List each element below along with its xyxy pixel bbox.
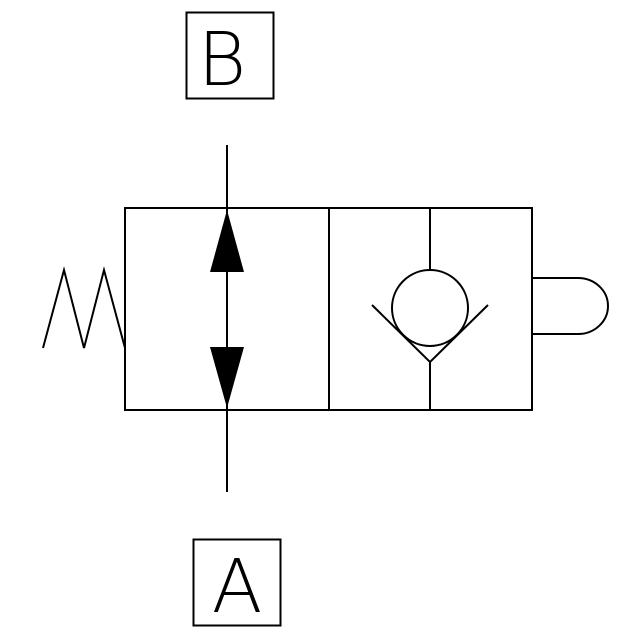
- port-a-box: [192, 538, 282, 627]
- bidirectional-flow-arrows-icon: [210, 145, 244, 492]
- port-b: B: [185, 11, 275, 103]
- port-b-box: [185, 11, 275, 100]
- valve-body: [124, 207, 533, 411]
- arrow-down-icon: [210, 347, 244, 408]
- port-a-label: A: [212, 544, 263, 630]
- port-a: A: [192, 538, 282, 630]
- plunger-icon: [532, 277, 609, 335]
- check-valve-seat: [371, 304, 489, 364]
- arrow-up-icon: [210, 210, 244, 272]
- port-b-label: B: [198, 17, 246, 103]
- check-valve-ball: [391, 269, 469, 347]
- check-valve-icon: [371, 208, 489, 410]
- spring-icon: [42, 266, 126, 349]
